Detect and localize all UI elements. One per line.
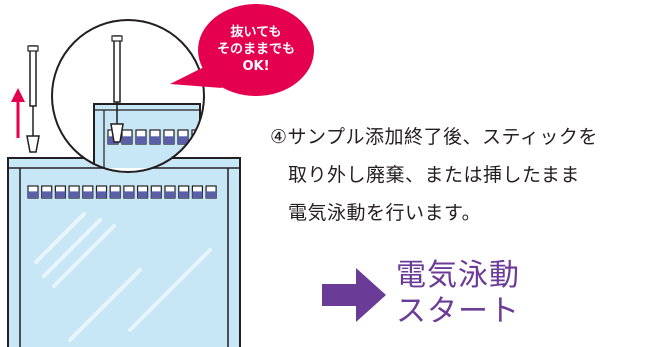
instruction-line: 取り外し廃棄、または挿したまま	[288, 164, 580, 186]
gel-well-sample	[28, 191, 38, 198]
speech-bubble	[170, 4, 314, 96]
right-arrow-icon	[322, 268, 386, 322]
magnified-detail	[51, 19, 216, 173]
bubble-line: 抜いても	[230, 25, 282, 40]
gel-well-sample	[41, 191, 52, 198]
gel-well-sample	[82, 191, 93, 198]
bubble-text: 抜いても そのままでも OK!	[196, 24, 316, 75]
gel-well-sample	[96, 191, 107, 198]
gel-well-sample	[165, 191, 175, 198]
gel-well	[206, 130, 216, 144]
bubble-line: OK!	[242, 59, 270, 74]
gel-well-sample	[192, 191, 203, 198]
instruction-line: ④サンプル添加終了後、スティックを	[270, 126, 598, 148]
gel-well-sample	[178, 191, 189, 198]
gel-well-sample	[55, 191, 66, 198]
gel-wells	[27, 185, 217, 199]
inserted-sample-stick	[110, 35, 124, 143]
up-arrow-icon	[11, 88, 25, 138]
gel-well-sample	[164, 136, 174, 144]
gel-well-sample	[206, 136, 216, 144]
gel-well-sample	[150, 136, 160, 144]
gel-well-sample	[110, 191, 121, 198]
gel-well-sample	[137, 191, 148, 198]
gel-well-sample	[192, 136, 202, 144]
start-label-line: スタート	[396, 294, 520, 329]
gel-well-sample	[136, 136, 146, 144]
bubble-line: そのままでも	[216, 42, 295, 57]
instruction-line: 電気泳動を行います。	[288, 202, 482, 224]
gel-well	[191, 129, 203, 145]
gel-well-sample	[151, 191, 162, 198]
gel-well-sample	[122, 136, 132, 144]
instruction-text: ④サンプル添加終了後、スティックを 取り外し廃棄、または挿したまま 電気泳動を行…	[270, 118, 642, 232]
gel-well-sample	[178, 136, 188, 144]
removed-sample-stick	[26, 45, 40, 153]
gel-well-sample	[206, 191, 217, 198]
electrophoresis-start-label: 電気泳動 スタート	[396, 258, 596, 330]
start-label-line: 電気泳動	[396, 258, 520, 293]
gel-well-sample	[69, 191, 80, 198]
gel-well-sample	[123, 191, 134, 198]
gel-glare	[34, 212, 212, 342]
